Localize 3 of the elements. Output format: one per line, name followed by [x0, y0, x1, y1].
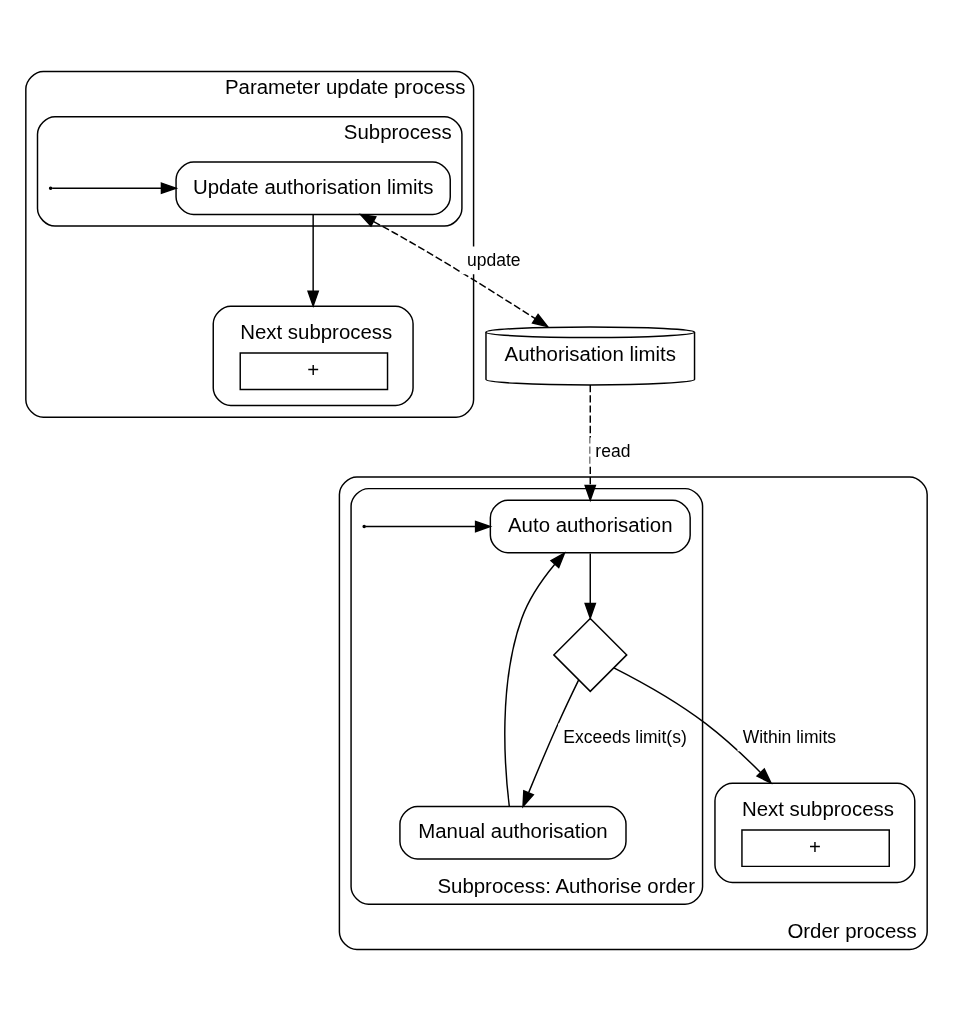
edge-label: Within limits [742, 726, 837, 747]
edge-label: Exceeds limit(s) [563, 726, 687, 747]
edge-label: read [595, 440, 631, 461]
